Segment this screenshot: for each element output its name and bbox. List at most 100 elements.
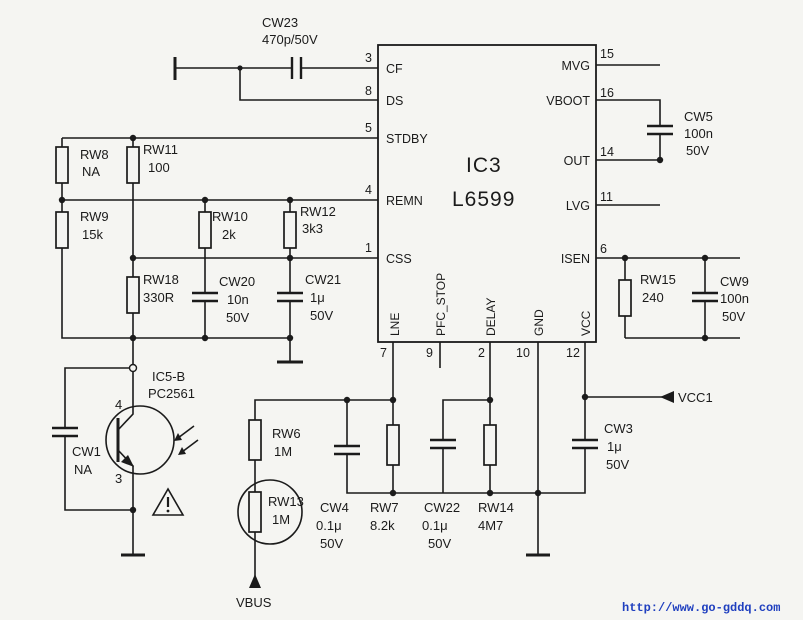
junction-dot <box>701 254 709 262</box>
rw9-ref: RW9 <box>80 209 109 224</box>
cw23-ref: CW23 <box>262 15 298 30</box>
pin-number-14: 14 <box>600 145 614 159</box>
pin-number-11: 11 <box>600 190 613 204</box>
rw7-ref: RW7 <box>370 500 399 515</box>
pin-name-delay: DELAY <box>484 298 498 336</box>
junction-dot <box>621 254 629 262</box>
ic3-l6599: IC3 L6599 CF DS STDBY REMN CSS 3 8 5 4 1… <box>365 44 614 360</box>
cw9-ref: CW9 <box>720 274 749 289</box>
pin-number-2: 2 <box>478 346 485 360</box>
wire-vboot <box>596 99 661 126</box>
cw5-value: 100n <box>684 126 713 141</box>
pin-number-8: 8 <box>365 84 372 98</box>
rw11-ref: RW11 <box>143 142 178 157</box>
pin-name-mvg: MVG <box>562 59 590 73</box>
junction-dot <box>389 489 397 497</box>
ic-body <box>377 44 597 343</box>
net-label-vbus: VBUS <box>236 595 272 610</box>
resistor-rw18 <box>126 276 140 314</box>
warning-triangle <box>151 487 185 516</box>
pin-name-stdby: STDBY <box>386 132 428 146</box>
junction-dot <box>129 334 137 342</box>
cw21-ref: CW21 <box>305 272 341 287</box>
cw1-value: NA <box>74 462 92 477</box>
transistor-collector <box>117 371 134 431</box>
cw1-ref: CW1 <box>72 444 101 459</box>
cw21-voltage: 50V <box>310 308 333 323</box>
cw22-voltage: 50V <box>428 536 451 551</box>
emitter-arrow-icon <box>121 455 134 467</box>
pin-name-ds: DS <box>386 94 403 108</box>
junction-dot <box>58 196 66 204</box>
rw18-value: 330R <box>143 290 174 305</box>
warning-icon <box>151 487 185 516</box>
junction-dot <box>201 334 209 342</box>
cw20-value: 10n <box>227 292 249 307</box>
pin-number-12: 12 <box>566 346 580 360</box>
pin-number-15: 15 <box>600 47 614 61</box>
cw3-value: 1μ <box>607 439 622 454</box>
cw5-voltage: 50V <box>686 143 709 158</box>
ic5b-pin-collector: 4 <box>115 397 122 412</box>
junction-dot <box>656 156 664 164</box>
wire <box>61 248 290 339</box>
pin-number-10: 10 <box>516 346 530 360</box>
junction-dot <box>486 396 494 404</box>
junction-dot <box>389 396 397 404</box>
rw15-ref: RW15 <box>640 272 676 287</box>
highlight-circle <box>237 479 303 545</box>
pin-name-gnd: GND <box>532 309 546 336</box>
junction-dot <box>286 254 294 262</box>
pin-number-1: 1 <box>365 241 372 255</box>
vbus-arrow-icon <box>249 574 261 588</box>
cw9-voltage: 50V <box>722 309 745 324</box>
cf-network: CW23 470p/50V <box>173 15 378 101</box>
warning-mark-dot <box>166 509 170 513</box>
pin-number-7: 7 <box>380 346 387 360</box>
net-label-vcc1: VCC1 <box>678 390 713 405</box>
cw22-value: 0.1μ <box>422 518 448 533</box>
pin-name-line: LNE <box>388 313 402 336</box>
junction-dot <box>343 396 351 404</box>
cw21-value: 1μ <box>310 290 325 305</box>
wire <box>346 454 538 494</box>
pin-number-5: 5 <box>365 121 372 135</box>
stdby-remn-css-network: RW8 NA RW11 100 RW9 15k RW10 2k RW12 3k3… <box>55 134 378 365</box>
ic5b-pin-emitter: 3 <box>115 471 122 486</box>
cw23-value: 470p/50V <box>262 32 318 47</box>
resistor-rw8 <box>55 146 69 184</box>
light-arrow-icon <box>174 433 182 441</box>
cw3-voltage: 50V <box>606 457 629 472</box>
light-ray <box>181 439 199 453</box>
junction-dot <box>201 196 209 204</box>
pin-name-pfc-stop: PFC_STOP <box>434 273 448 336</box>
cw4-value: 0.1μ <box>316 518 342 533</box>
rw12-ref: RW12 <box>300 204 336 219</box>
resistor-rw13 <box>248 491 262 533</box>
phototransistor-outline <box>105 405 175 475</box>
ic-ref: IC3 <box>466 154 502 177</box>
rw15-value: 240 <box>642 290 664 305</box>
junction-dot <box>237 65 243 71</box>
rw6-ref: RW6 <box>272 426 301 441</box>
resistor-rw11 <box>126 146 140 184</box>
junction-dot <box>129 134 137 142</box>
right-network: CW5 100n 50V RW15 240 CW9 100n 50V <box>596 64 749 342</box>
resistor-rw10 <box>198 211 212 249</box>
rw8-ref: RW8 <box>80 147 109 162</box>
resistor-rw15 <box>618 279 632 317</box>
pin-number-4: 4 <box>365 183 372 197</box>
rw18-ref: RW18 <box>143 272 179 287</box>
pin-name-vboot: VBOOT <box>546 94 590 108</box>
junction-dot <box>129 254 137 262</box>
wire <box>442 399 490 440</box>
rw11-value: 100 <box>148 160 170 175</box>
cw20-ref: CW20 <box>219 274 255 289</box>
pin-name-css: CSS <box>386 252 412 266</box>
resistor-rw12 <box>283 211 297 249</box>
rw13-ref: RW13 <box>268 494 304 509</box>
cw5-ref: CW5 <box>684 109 713 124</box>
ic5b-ref: IC5-B <box>152 369 185 384</box>
